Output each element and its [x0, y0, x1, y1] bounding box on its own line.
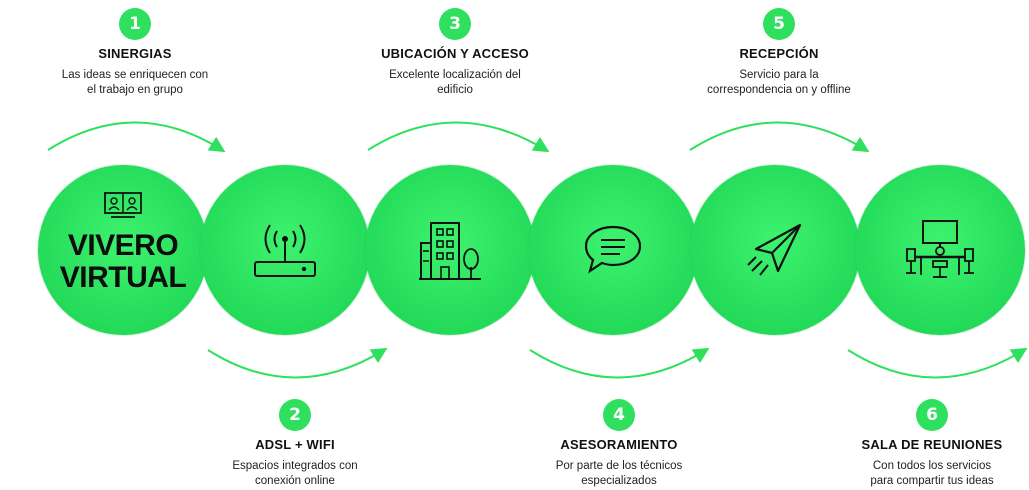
circle-brand: VIVERO VIRTUAL [38, 165, 208, 335]
wifi-router-icon [254, 224, 316, 277]
step-4: 4 ASESORAMIENTO Por parte de los técnico… [509, 399, 729, 489]
step-1: 1 SINERGIAS Las ideas se enriquecen con … [25, 8, 245, 98]
step-description: Las ideas se enriquecen con el trabajo e… [25, 68, 245, 98]
step-description: Servicio para la correspondencia on y of… [669, 68, 889, 98]
step-description-line: Excelente localización del [389, 69, 521, 81]
chat-bubble-icon [584, 225, 642, 274]
circle-meeting [855, 165, 1025, 335]
step-description: Con todos los servicios para compartir t… [822, 459, 1029, 489]
step-3: 3 UBICACIÓN Y ACCESO Excelente localizac… [345, 8, 565, 98]
step-description: Por parte de los técnicos especializados [509, 459, 729, 489]
arc-bottom-2 [207, 347, 388, 379]
circle-plane [690, 165, 860, 335]
brand-line-1: VIVERO [67, 229, 179, 262]
step-number-badge: 5 [763, 8, 795, 40]
arc-bottom-4 [529, 347, 710, 379]
step-title: ADSL + WIFI [255, 437, 335, 452]
step-title: RECEPCIÓN [739, 46, 819, 61]
brand-line-2: VIRTUAL [59, 261, 187, 294]
arc-top-5 [689, 121, 870, 153]
arc-top-3 [367, 121, 550, 153]
circle-building [365, 165, 535, 335]
step-description-line: Espacios integrados con [232, 460, 358, 472]
circle-wifi [200, 165, 370, 335]
step-description-line: el trabajo en grupo [87, 84, 183, 96]
step-6: 6 SALA DE REUNIONES Con todos los servic… [822, 399, 1029, 489]
step-title: ASESORAMIENTO [560, 437, 678, 452]
step-description-line: edificio [437, 84, 473, 96]
step-number-badge: 4 [603, 399, 635, 431]
step-description: Espacios integrados con conexión online [185, 459, 405, 489]
step-description-line: Servicio para la [739, 69, 819, 81]
step-number-badge: 2 [279, 399, 311, 431]
step-number-badge: 6 [916, 399, 948, 431]
step-number-badge: 3 [439, 8, 471, 40]
circle-chat [528, 165, 698, 335]
meeting-room-icon [906, 220, 974, 278]
step-description-line: Con todos los servicios [872, 460, 992, 472]
step-title: UBICACIÓN Y ACCESO [381, 46, 529, 61]
step-description-line: conexión online [255, 475, 335, 487]
step-2: 2 ADSL + WIFI Espacios integrados con co… [185, 399, 405, 489]
step-description-line: correspondencia on y offline [707, 84, 851, 96]
step-description-line: Las ideas se enriquecen con [61, 69, 209, 81]
video-conference-icon [104, 192, 142, 218]
step-5: 5 RECEPCIÓN Servicio para la corresponde… [669, 8, 889, 98]
step-number-badge: 1 [119, 8, 151, 40]
step-description-line: especializados [581, 475, 657, 487]
arc-bottom-6 [847, 347, 1028, 379]
step-description-line: para compartir tus ideas [870, 475, 994, 487]
arc-top-1 [47, 121, 226, 153]
paper-plane-icon [747, 223, 802, 276]
step-title: SINERGIAS [98, 46, 172, 61]
step-title: SALA DE REUNIONES [861, 437, 1003, 452]
building-icon [419, 222, 481, 280]
step-description-line: Por parte de los técnicos [555, 460, 683, 472]
step-description: Excelente localización del edificio [345, 68, 565, 98]
